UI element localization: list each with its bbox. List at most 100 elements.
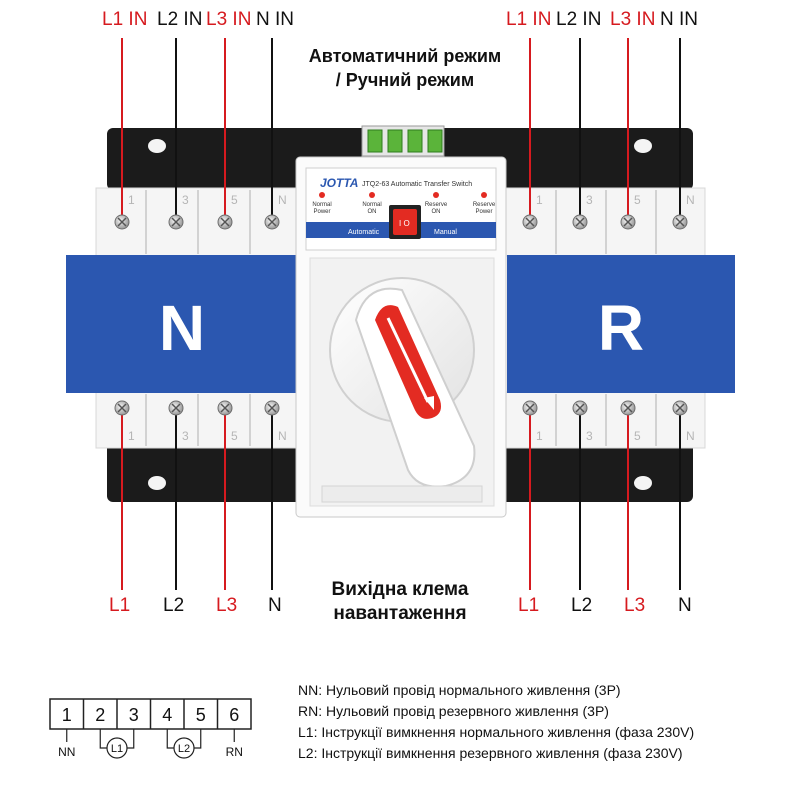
terminal-number: N xyxy=(278,429,287,443)
screw-slot xyxy=(575,217,585,227)
terminal-number: 3 xyxy=(586,193,593,207)
input-label: L3 IN xyxy=(610,9,656,30)
output-label: N xyxy=(678,595,692,616)
screw-slot xyxy=(267,403,277,413)
terminal-number: 5 xyxy=(634,429,641,443)
indicator-label: Reserve xyxy=(473,202,496,208)
indicator-label: Power xyxy=(313,209,330,215)
terminal-number: 5 xyxy=(231,429,238,443)
output-title: Вихідна клема навантаження xyxy=(300,578,500,626)
legend-item: L1: Інструкції вимкнення нормального жив… xyxy=(298,724,695,740)
indicator-label: ON xyxy=(432,209,441,215)
terminal-number: N xyxy=(278,193,287,207)
screw-slot xyxy=(623,217,633,227)
terminal-number: 3 xyxy=(586,429,593,443)
screw-slot xyxy=(267,217,277,227)
screw-slot xyxy=(675,403,685,413)
input-label: N IN xyxy=(660,9,698,30)
nn-label: NN xyxy=(58,745,75,759)
coil-label: L1 xyxy=(111,743,123,755)
reserve-panel-letter: R xyxy=(598,292,644,364)
rail-slot xyxy=(148,476,166,490)
output-label: L3 xyxy=(624,595,646,616)
indicator-label: Reserve xyxy=(425,202,448,208)
coil-wire xyxy=(194,729,202,749)
rail-slot xyxy=(634,139,652,153)
indicator-label: ON xyxy=(368,209,377,215)
terminal-number: 1 xyxy=(128,193,135,207)
coil-wire xyxy=(127,729,135,749)
screw-slot xyxy=(525,217,535,227)
screw-slot xyxy=(525,403,535,413)
input-label: L1 IN xyxy=(102,9,148,30)
input-label: L2 IN xyxy=(157,9,203,30)
green-connector xyxy=(387,129,403,153)
legend: NN: Нульовий провід нормального живлення… xyxy=(298,680,694,764)
input-label: N IN xyxy=(256,9,294,30)
screw-slot xyxy=(220,403,230,413)
coil-wire xyxy=(166,729,174,749)
terminal-number: 1 xyxy=(536,193,543,207)
screw-slot xyxy=(171,217,181,227)
brand-logo: JOTTA xyxy=(320,176,358,190)
rail-slot xyxy=(148,139,166,153)
input-label: L1 IN xyxy=(506,9,552,30)
terminal-number: 1 xyxy=(536,429,543,443)
mode-title: Автоматичний режим / Ручний режим xyxy=(290,44,520,92)
green-connector xyxy=(407,129,423,153)
green-connector xyxy=(427,129,443,153)
screw-slot xyxy=(675,217,685,227)
indicator-led xyxy=(319,192,325,198)
coil-label: L2 xyxy=(178,743,190,755)
coil-symbol xyxy=(173,737,195,759)
indicator-led xyxy=(481,192,487,198)
handle-arrow-line xyxy=(386,317,430,403)
normal-panel-letter: N xyxy=(159,292,205,364)
embossed-label xyxy=(321,485,483,503)
screw-slot xyxy=(623,403,633,413)
terminal-block-number: 5 xyxy=(196,705,206,725)
input-label: L3 IN xyxy=(206,9,252,30)
indicator-label: Power xyxy=(475,209,492,215)
screw-slot xyxy=(171,403,181,413)
legend-item: NN: Нульовий провід нормального живлення… xyxy=(298,682,621,698)
mode-title-line1: Автоматичний режим xyxy=(308,46,502,66)
output-label: L2 xyxy=(571,595,593,616)
output-label: L2 xyxy=(163,595,185,616)
model-label: JTQ2-63 Automatic Transfer Switch xyxy=(362,181,472,188)
mode-switch-mark: I O xyxy=(399,219,410,228)
mode-manual-label: Manual xyxy=(434,229,457,236)
output-label: L1 xyxy=(109,595,131,616)
terminal-block-number: 3 xyxy=(129,705,139,725)
rn-label: RN xyxy=(226,745,243,759)
rail-slot xyxy=(634,476,652,490)
indicator-label: Normal xyxy=(362,202,381,208)
green-connector xyxy=(367,129,383,153)
terminal-block-number: 4 xyxy=(162,705,172,725)
terminal-number: 1 xyxy=(128,429,135,443)
terminal-block-number: 2 xyxy=(95,705,105,725)
reserve-panel xyxy=(507,255,735,393)
normal-panel xyxy=(66,255,298,393)
screw-slot xyxy=(220,217,230,227)
output-title-line1: Вихідна клема xyxy=(331,579,469,600)
legend-item: L2: Інструкції вимкнення резервного живл… xyxy=(298,745,683,761)
output-label: L1 xyxy=(518,595,540,616)
coil-symbol xyxy=(106,737,128,759)
coil-wire xyxy=(99,729,107,749)
terminal-number: N xyxy=(686,193,695,207)
terminal-block-number: 1 xyxy=(62,705,72,725)
terminal-number: 5 xyxy=(231,193,238,207)
mode-automatic-label: Automatic xyxy=(348,229,380,236)
mode-switch-rocker[interactable] xyxy=(393,209,417,235)
legend-item: RN: Нульовий провід резервного живлення … xyxy=(298,703,609,719)
indicator-led xyxy=(433,192,439,198)
screw-slot xyxy=(117,217,127,227)
terminal-number: 5 xyxy=(634,193,641,207)
output-title-line2: навантаження xyxy=(333,603,467,624)
terminal-number: 3 xyxy=(182,193,189,207)
mode-title-line2: / Ручний режим xyxy=(335,70,475,90)
handle-arrow-head xyxy=(424,396,434,410)
